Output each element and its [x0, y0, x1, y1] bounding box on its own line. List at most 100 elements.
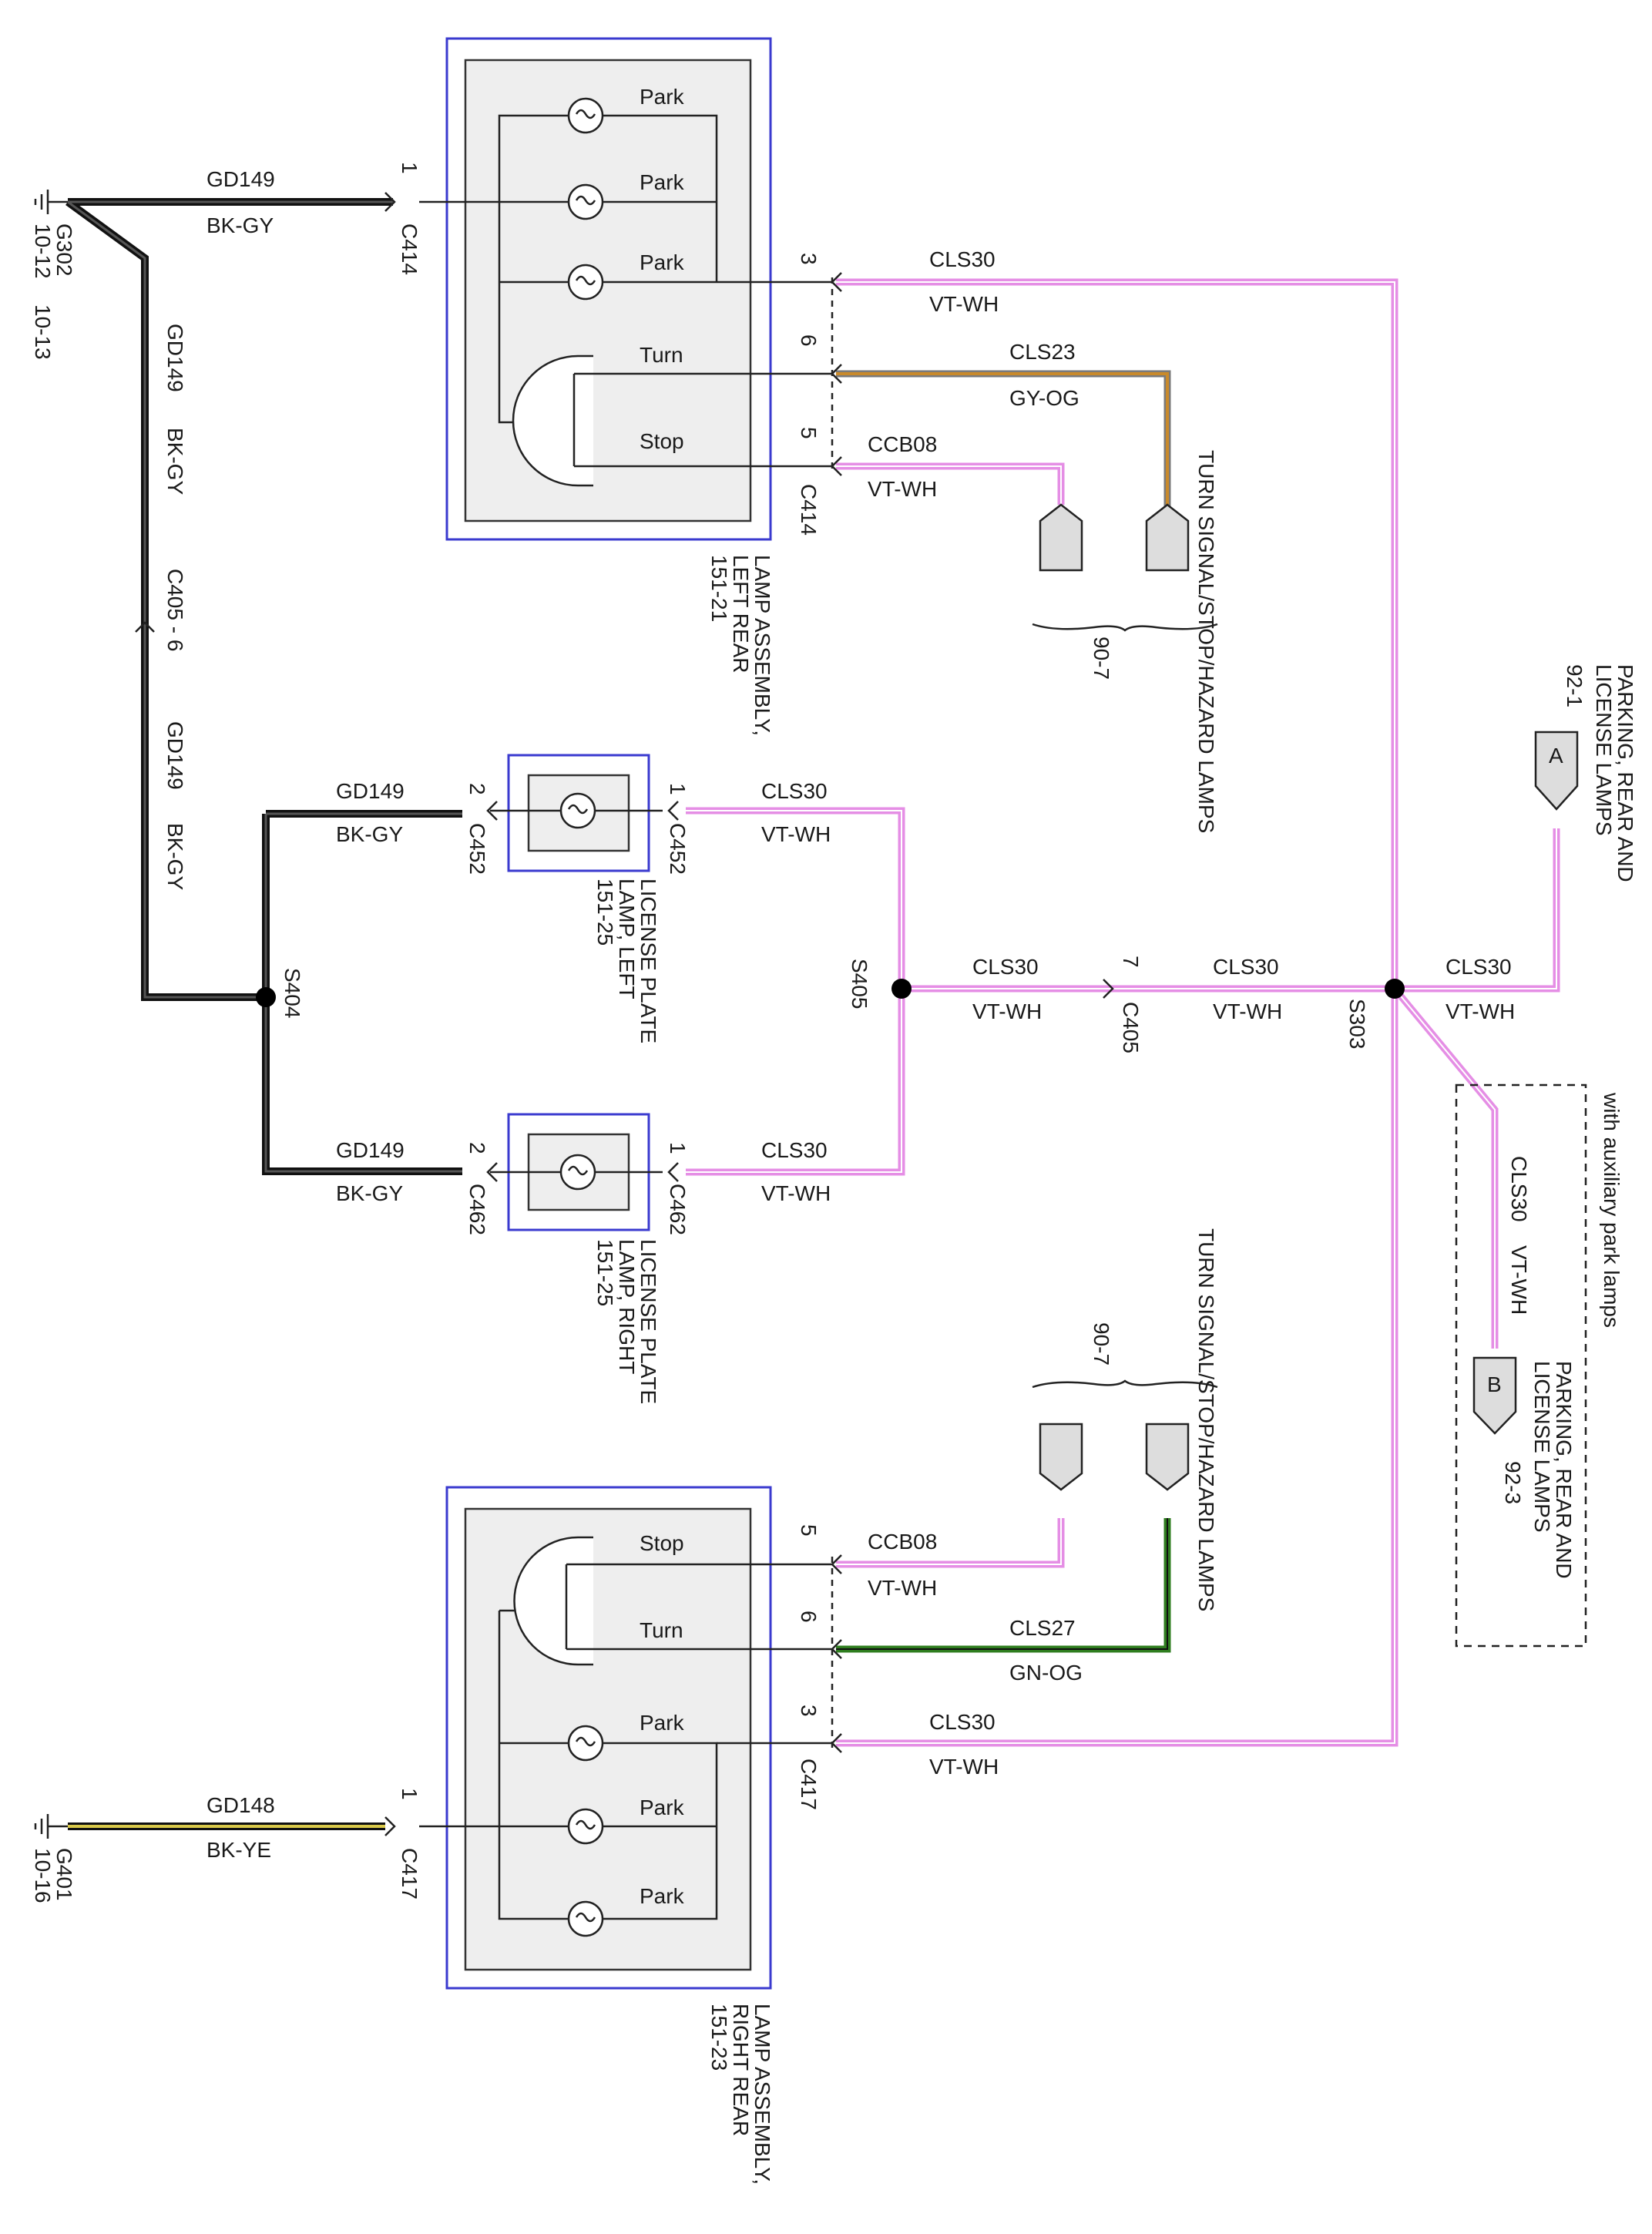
wire-circuit: CLS30	[929, 1710, 996, 1734]
wire-circuit: GD148	[206, 1793, 275, 1817]
splice-label-s404: S404	[280, 968, 304, 1018]
wire-circuit: CLS30	[761, 779, 828, 803]
lamp-label-stop: Stop	[640, 1531, 684, 1555]
tag-a-icon[interactable]	[1534, 731, 1579, 811]
reference-parking-line2: LICENSE LAMPS	[1592, 664, 1616, 836]
lamp-label-turn: Turn	[640, 1618, 683, 1642]
pin-label: 5	[797, 427, 821, 439]
turn-stop-bulb-icon	[512, 354, 778, 487]
connector-c462: C462	[666, 1184, 690, 1235]
wire-color: VT-WH	[761, 1181, 831, 1205]
wire-circuit: GD149	[163, 324, 187, 392]
connector-c417: C417	[797, 1759, 821, 1810]
pin-label: 7	[1119, 956, 1143, 968]
splice-label-s405: S405	[848, 959, 871, 1009]
pin-label: 6	[797, 334, 821, 347]
connector-c405: C405	[1119, 1002, 1143, 1053]
wire-color: VT-WH	[929, 292, 999, 316]
reference-connector-icon[interactable]	[1039, 1423, 1083, 1491]
tag-label: B	[1487, 1372, 1502, 1396]
wire-color: GY-OG	[1009, 386, 1080, 410]
ground-g302-icon	[34, 190, 68, 214]
reference-connector-icon[interactable]	[1039, 503, 1083, 572]
park-bulb-icon	[567, 1900, 604, 1937]
pin-label: 2	[465, 1142, 489, 1154]
wire-circuit: GD149	[336, 779, 405, 803]
reference-connector-icon[interactable]	[1145, 1423, 1190, 1491]
pin-label: 1	[398, 1788, 421, 1800]
ground-id: G302	[52, 223, 76, 277]
left-rear-lamp-assembly[interactable]: Park Park Park Turn Stop	[419, 37, 834, 541]
wire-circuit: CLS30	[1507, 1156, 1531, 1222]
splice-s405	[891, 979, 912, 999]
reference-turn-signal: TURN SIGNAL/STOP/HAZARD LAMPS	[1194, 450, 1218, 833]
license-plate-lamp-right[interactable]	[490, 1113, 663, 1231]
splice-s303	[1385, 979, 1405, 999]
license-plate-lamp-left[interactable]	[490, 754, 663, 872]
brace-icon	[1032, 623, 1218, 632]
pin-label: 6	[797, 1611, 821, 1623]
assembly-left-rear-line1: LAMP ASSEMBLY,	[750, 555, 774, 736]
lamp-label-park: Park	[640, 170, 685, 194]
wire-color: BK-GY	[336, 822, 403, 846]
connector-c414: C414	[797, 484, 821, 536]
right-rear-lamp-assembly[interactable]: Stop Turn Park Park Park	[419, 1486, 834, 1990]
wire-color: VT-WH	[868, 477, 937, 501]
connector-c417: C417	[398, 1848, 421, 1900]
turn-stop-bulb-icon	[513, 1536, 778, 1666]
reference-turn-signal-ref: 90-7	[1090, 637, 1113, 680]
pin-label: 2	[465, 783, 489, 795]
lamp-label-stop: Stop	[640, 429, 684, 453]
wire-color: BK-YE	[206, 1838, 271, 1862]
reference-turn-signal-ref: 90-7	[1090, 1322, 1113, 1366]
wire-color: VT-WH	[868, 1576, 937, 1600]
wire-labels: GD149 BK-GY GD149 BK-GY GD149 BK-GY GD14…	[206, 167, 1563, 1862]
assembly-left-rear-line3: 151-21	[707, 555, 731, 622]
park-bulb-icon	[567, 264, 604, 301]
wire-circuit: CLS30	[1213, 955, 1279, 979]
wire-color: VT-WH	[761, 822, 831, 846]
reference-parking-b-ref: 92-3	[1501, 1461, 1525, 1504]
park-bulb-icon	[567, 183, 604, 220]
assembly-right-rear-line1: LAMP ASSEMBLY,	[750, 2004, 774, 2185]
wire-color: GN-OG	[1009, 1661, 1083, 1685]
tag-b-icon[interactable]	[1472, 1356, 1517, 1435]
assembly-plate-right-line2: LAMP, RIGHT	[615, 1239, 639, 1374]
rotated-labels: 1 3 6 5 2 1 2 1 7 5 6 3 1 C414 C414 C405…	[31, 162, 1637, 2185]
park-bulb-icon	[567, 1725, 604, 1762]
bulb-icon	[559, 792, 596, 829]
tag-label: A	[1549, 744, 1563, 768]
wire-color: VT-WH	[972, 999, 1042, 1023]
ground-ref: 10-13	[31, 304, 55, 360]
splice-label-s303: S303	[1345, 999, 1369, 1049]
lamp-label-park: Park	[640, 85, 685, 109]
assembly-plate-left-line3: 151-25	[593, 878, 617, 946]
wire-circuit: GD149	[163, 721, 187, 790]
assembly-right-rear-line3: 151-23	[707, 2004, 731, 2071]
reference-parking-line2: LICENSE LAMPS	[1530, 1361, 1554, 1533]
reference-connector-icon[interactable]	[1145, 503, 1190, 572]
assembly-plate-left-line1: LICENSE PLATE	[636, 878, 660, 1043]
assembly-left-rear-line2: LEFT REAR	[729, 555, 753, 674]
pin-label: 3	[797, 253, 821, 265]
option-box	[1455, 1083, 1587, 1648]
bulb-icon	[559, 1154, 596, 1191]
connector-c452: C452	[465, 823, 489, 875]
wire-circuit: CLS23	[1009, 340, 1076, 364]
pin-label: 1	[398, 162, 421, 174]
reference-parking-line1: PARKING, REAR AND	[1552, 1361, 1576, 1579]
connector-c452: C452	[666, 823, 690, 875]
wire-color: VT-WH	[1213, 999, 1282, 1023]
wire-circuit: CLS30	[929, 247, 996, 271]
ground-id: G401	[52, 1848, 76, 1901]
pin-label: 3	[797, 1705, 821, 1717]
assembly-plate-right-line1: LICENSE PLATE	[636, 1239, 660, 1404]
reference-parking-line1: PARKING, REAR AND	[1613, 664, 1637, 882]
park-bulb-icon	[567, 97, 604, 134]
assembly-right-rear-line2: RIGHT REAR	[729, 2004, 753, 2136]
wire-color: BK-GY	[336, 1181, 403, 1205]
ground-ref: 10-12	[31, 223, 55, 279]
wire-circuit: CCB08	[868, 1530, 937, 1554]
connector-c405-6: C405 - 6	[163, 569, 187, 651]
